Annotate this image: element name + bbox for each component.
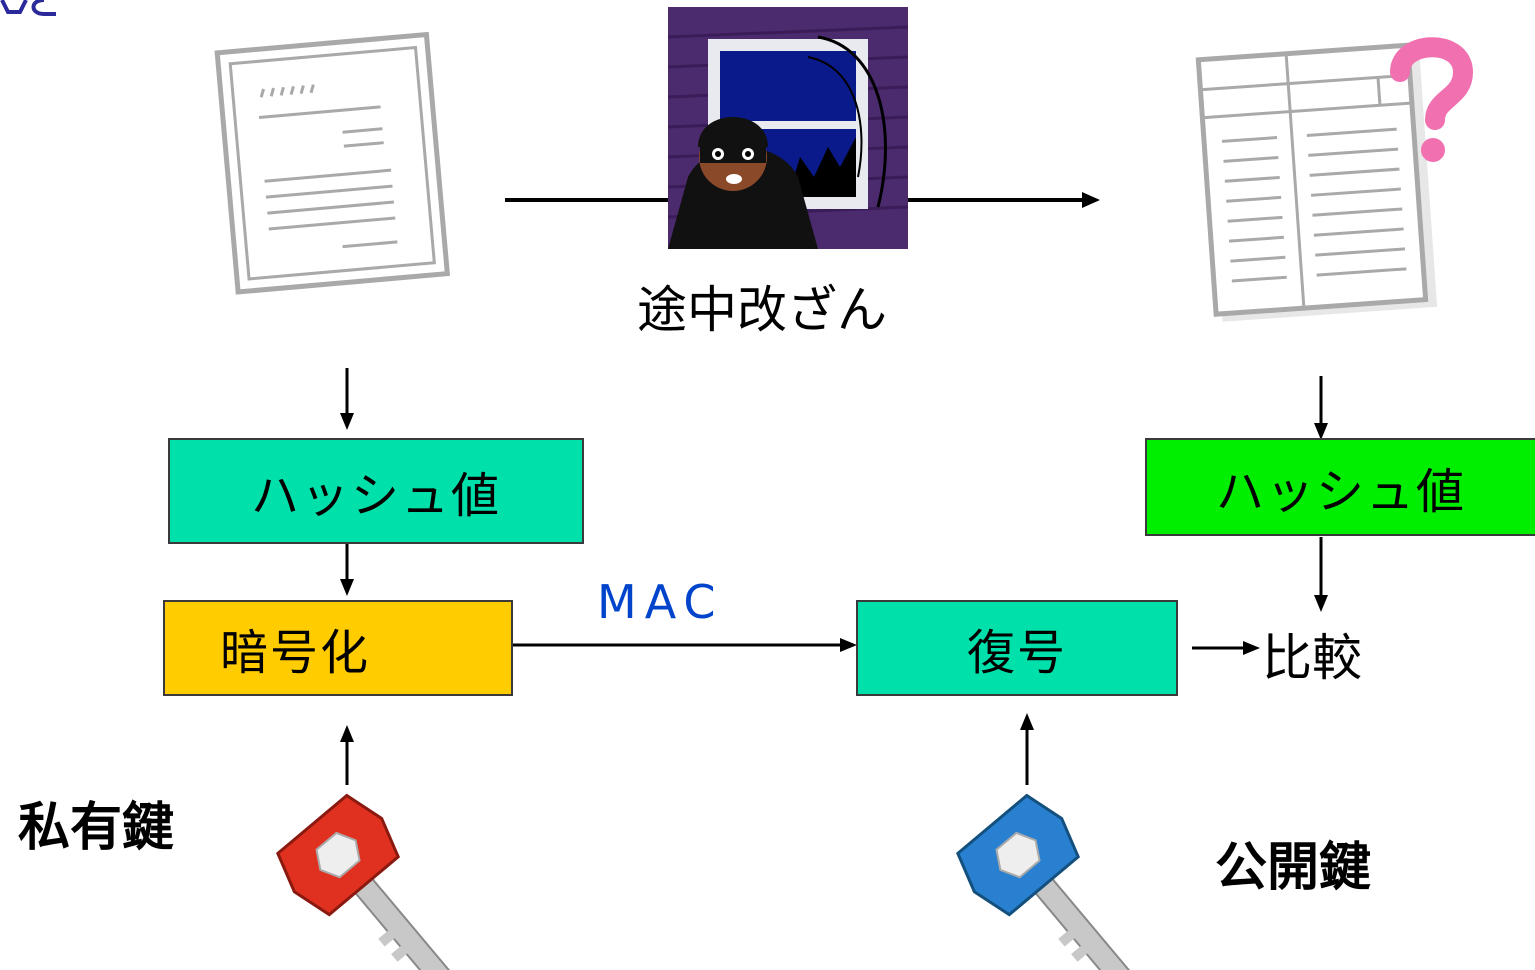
- receiver-hash-box: ハッシュ値: [1145, 438, 1535, 536]
- red-key-icon: [276, 793, 451, 970]
- encrypt-label: 暗号化: [220, 625, 371, 681]
- blue-key-icon: [956, 793, 1131, 970]
- original-document-icon: [214, 31, 451, 295]
- encrypt-box: 暗号化: [163, 600, 513, 696]
- public-key-label: 公開鍵: [1215, 838, 1372, 898]
- decrypt-box: 復号: [856, 600, 1178, 696]
- received-document-icon: [1195, 37, 1474, 322]
- compare-label: 比較: [1262, 629, 1362, 687]
- decrypt-label: 復号: [966, 625, 1067, 681]
- sender-hash-box: ハッシュ値: [168, 438, 584, 544]
- sender-hash-label: ハッシュ値: [250, 468, 501, 524]
- tamper-label: 途中改ざん: [637, 281, 887, 339]
- receiver-hash-label: ハッシュ値: [1215, 464, 1466, 520]
- mac-label: MAC: [597, 575, 724, 629]
- logo-fragment: [0, 0, 56, 16]
- private-key-label: 私有鍵: [18, 798, 175, 858]
- question-mark-icon: [1390, 37, 1474, 130]
- burglar-picture: [667, 7, 909, 249]
